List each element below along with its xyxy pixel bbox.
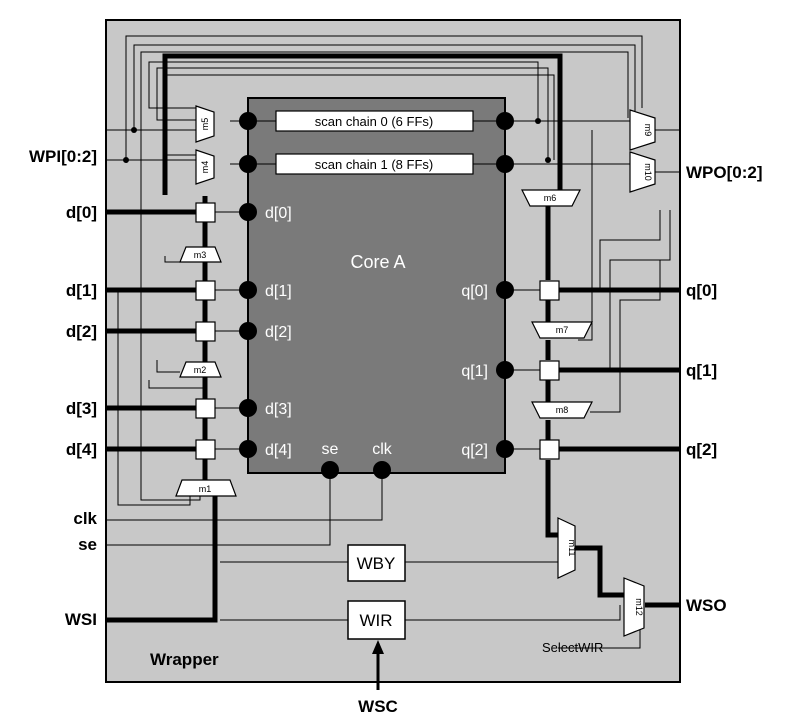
wpi-label: WPI[0:2] <box>29 147 97 166</box>
core-pin-d3: d[3] <box>265 401 292 418</box>
mux-m9-label: m9 <box>643 124 653 137</box>
wrapper-label: Wrapper <box>150 650 219 669</box>
d0-label: d[0] <box>66 203 97 222</box>
select-wir-label: SelectWIR <box>542 640 603 655</box>
mux-m3 <box>179 246 222 263</box>
wby-label: WBY <box>357 554 396 573</box>
core-pin-q2: q[2] <box>461 442 488 459</box>
mux-m4-label: m4 <box>200 161 210 174</box>
wby-register <box>347 544 406 582</box>
thick-wires <box>106 53 680 623</box>
q1-label: q[1] <box>686 361 717 380</box>
mux-m1 <box>175 479 237 497</box>
wir-register <box>347 600 406 640</box>
core-pin-q0: q[0] <box>461 283 488 300</box>
core-pin-clk: clk <box>372 441 393 458</box>
clk-label: clk <box>73 509 97 528</box>
mux-m5 <box>195 105 215 143</box>
wir-label: WIR <box>359 611 392 630</box>
mux-m6-label: m6 <box>544 193 557 203</box>
wsc-label: WSC <box>358 697 398 716</box>
mux-m4 <box>195 149 215 185</box>
boundary-cells <box>195 202 560 460</box>
q0-label: q[0] <box>686 281 717 300</box>
scan-chain-1-label: scan chain 1 (8 FFs) <box>315 157 434 172</box>
d3-label: d[3] <box>66 399 97 418</box>
mux-m11-label: m11 <box>567 540 577 557</box>
core-pin-d0: d[0] <box>265 205 292 222</box>
core-pin-se: se <box>322 441 339 458</box>
q2-label: q[2] <box>686 440 717 459</box>
mux-m3-label: m3 <box>194 250 207 260</box>
mux-m8 <box>531 401 593 419</box>
mux-m5-label: m5 <box>200 118 210 131</box>
mux-m12 <box>623 577 645 637</box>
core-pin-q1: q[1] <box>461 363 488 380</box>
mux-m10-label: m10 <box>643 163 653 181</box>
mux-m1-label: m1 <box>199 484 212 494</box>
mux-m11 <box>557 517 576 579</box>
d4-label: d[4] <box>66 440 97 459</box>
mux-m7-label: m7 <box>556 325 569 335</box>
se-label: se <box>78 535 97 554</box>
wpo-label: WPO[0:2] <box>686 163 763 182</box>
mux-m6 <box>521 189 581 207</box>
mux-m9 <box>629 109 656 151</box>
d1-label: d[1] <box>66 281 97 300</box>
core-pin-d4: d[4] <box>265 442 292 459</box>
cell-pin-wires <box>215 211 540 450</box>
core-title: Core A <box>350 252 405 272</box>
mux-m8-label: m8 <box>556 405 569 415</box>
core-pin-d1: d[1] <box>265 283 292 300</box>
wsc-arrow-icon <box>372 640 384 654</box>
mux-m7 <box>531 321 593 339</box>
core-pin-d2: d[2] <box>265 324 292 341</box>
wso-label: WSO <box>686 596 727 615</box>
wsi-label: WSI <box>65 610 97 629</box>
mux-m12-label: m12 <box>634 598 644 616</box>
mux-m10 <box>629 151 656 193</box>
scan-chain-0-label: scan chain 0 (6 FFs) <box>315 114 434 129</box>
mux-m2 <box>179 361 222 378</box>
mux-m2-label: m2 <box>194 365 207 375</box>
d2-label: d[2] <box>66 322 97 341</box>
